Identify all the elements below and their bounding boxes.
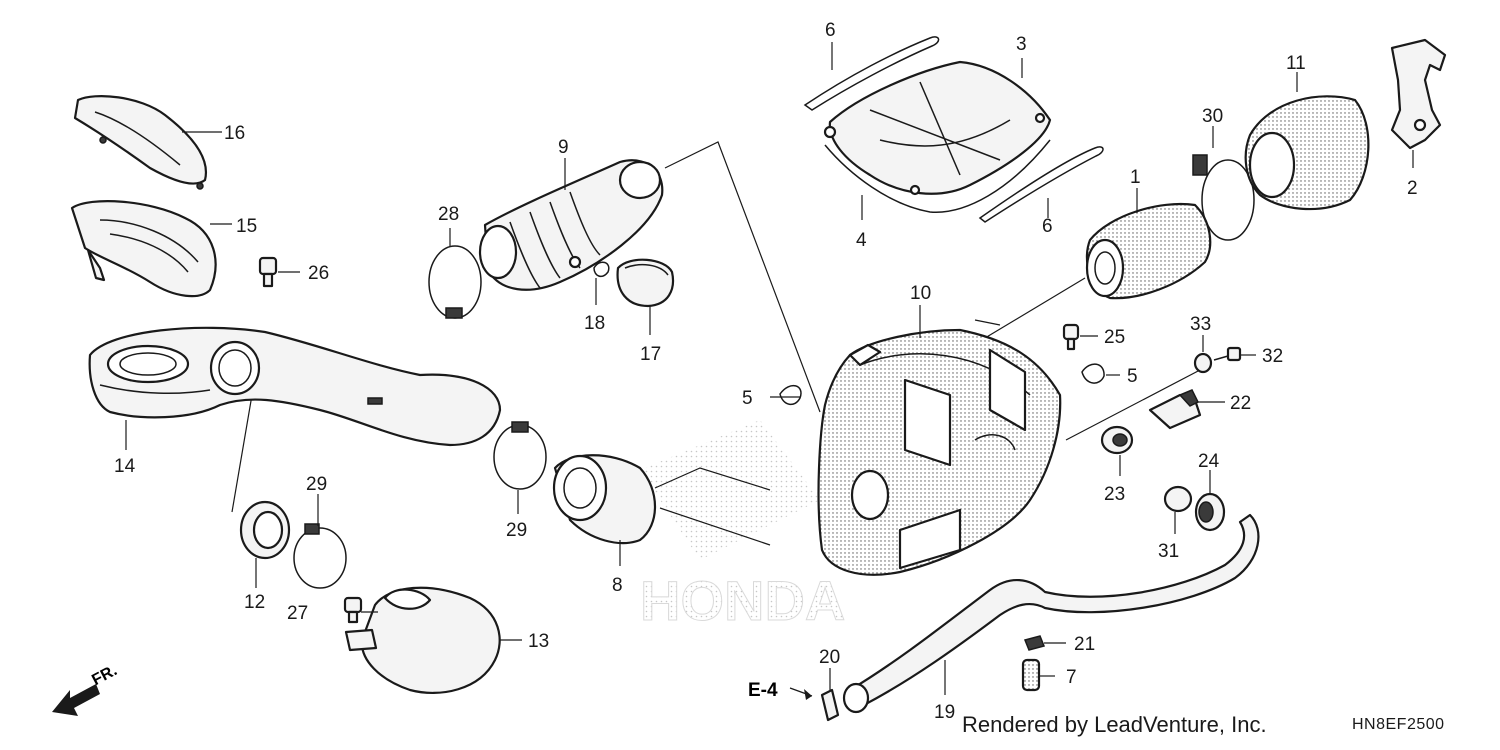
render-credit: Rendered by LeadVenture, Inc.	[962, 712, 1267, 737]
part-28-clamp[interactable]	[428, 245, 482, 319]
callout-13: 13	[528, 631, 549, 652]
part-30-clamp[interactable]	[1192, 154, 1255, 241]
callout-11: 11	[1286, 53, 1306, 74]
callout-33: 33	[1190, 314, 1211, 335]
callout-15: 15	[236, 216, 257, 237]
part-6-wire-bail-lower[interactable]	[978, 146, 1104, 223]
part-2-bracket[interactable]	[1390, 38, 1447, 150]
callout-5-left: 5	[742, 388, 753, 409]
callout-7: 7	[1066, 667, 1077, 688]
part-26-bolt[interactable]	[258, 256, 278, 288]
part-5-clip-right[interactable]	[1081, 363, 1105, 384]
callout-6-lower: 6	[1042, 216, 1053, 237]
part-29-clamp-lower[interactable]	[293, 523, 347, 589]
part-24-grommet[interactable]	[1194, 492, 1226, 532]
guide-lines	[231, 141, 1201, 546]
part-29-clamp-upper[interactable]	[493, 421, 547, 490]
part-19-drain-tube[interactable]	[842, 513, 1260, 714]
callout-leaders	[125, 42, 1414, 695]
reference-arrow	[789, 687, 813, 700]
callout-24: 24	[1198, 451, 1220, 472]
callout-1: 1	[1130, 167, 1141, 188]
part-25-bolt[interactable]	[1062, 323, 1080, 351]
part-3-cleaner-cover[interactable]	[823, 60, 1052, 196]
part-27-bolt[interactable]	[343, 596, 363, 624]
callout-23: 23	[1104, 484, 1125, 505]
callout-4: 4	[856, 230, 867, 251]
callout-26: 26	[308, 263, 329, 284]
callout-29-upper: 29	[506, 520, 527, 541]
honda-watermark: HONDA	[640, 420, 846, 633]
part-4-gasket[interactable]	[824, 139, 1051, 213]
part-12-grommet[interactable]	[239, 500, 291, 560]
part-7-plug[interactable]	[1021, 658, 1041, 692]
callout-16: 16	[224, 123, 245, 144]
callout-28: 28	[438, 204, 459, 225]
callout-30: 30	[1202, 106, 1223, 127]
callout-32: 32	[1262, 346, 1283, 367]
callout-5-right: 5	[1127, 366, 1138, 387]
part-9-intake-hose[interactable]	[478, 159, 664, 291]
part-32-screw[interactable]	[1213, 346, 1242, 362]
part-5-clip-left[interactable]	[779, 384, 802, 406]
callout-29-lower: 29	[306, 474, 327, 495]
callout-18: 18	[584, 313, 605, 334]
callout-8: 8	[612, 575, 623, 596]
part-21-clip[interactable]	[1023, 635, 1046, 651]
part-20-clip[interactable]	[820, 688, 840, 722]
part-1-filter-element[interactable]	[1085, 203, 1212, 300]
callout-27: 27	[287, 603, 308, 624]
part-6-wire-bail-upper[interactable]	[803, 36, 940, 111]
part-31-nut[interactable]	[1163, 485, 1193, 513]
callout-10: 10	[910, 283, 931, 304]
callout-20: 20	[819, 647, 840, 668]
part-17-cap[interactable]	[616, 258, 675, 308]
part-13-inlet-boot[interactable]	[344, 586, 501, 694]
part-18-clip[interactable]	[593, 261, 610, 278]
part-15-duct-housing[interactable]	[70, 200, 217, 298]
part-11-sponge-filter[interactable]	[1244, 95, 1370, 211]
callout-31: 31	[1158, 541, 1179, 562]
part-8-joint-boot[interactable]	[552, 454, 657, 545]
diagram-code: HN8EF2500	[1352, 716, 1445, 733]
callout-12: 12	[244, 592, 265, 613]
callout-6-upper: 6	[825, 20, 836, 41]
callout-25: 25	[1104, 327, 1125, 348]
callout-17: 17	[640, 344, 661, 365]
callout-19: 19	[934, 702, 955, 723]
callout-21: 21	[1074, 634, 1095, 655]
reference-label: E-4	[748, 680, 778, 701]
callout-9: 9	[558, 137, 569, 158]
part-23-grommet[interactable]	[1100, 425, 1134, 455]
svg-text:HONDA: HONDA	[640, 569, 845, 632]
callout-14: 14	[114, 456, 136, 477]
part-10-cleaner-case[interactable]	[817, 328, 1062, 576]
front-arrow-icon	[52, 684, 100, 716]
part-14-intake-duct[interactable]	[88, 326, 502, 447]
callout-22: 22	[1230, 393, 1251, 414]
part-16-duct-cover[interactable]	[73, 95, 208, 190]
callout-2: 2	[1407, 178, 1418, 199]
part-22-sensor[interactable]	[1148, 389, 1202, 430]
callout-labels: 1 2 3 4 5 5 6 6 7 8 9 10 11 12 13 14 15 …	[114, 20, 1418, 723]
part-33-washer[interactable]	[1193, 352, 1213, 374]
callout-3: 3	[1016, 34, 1027, 55]
